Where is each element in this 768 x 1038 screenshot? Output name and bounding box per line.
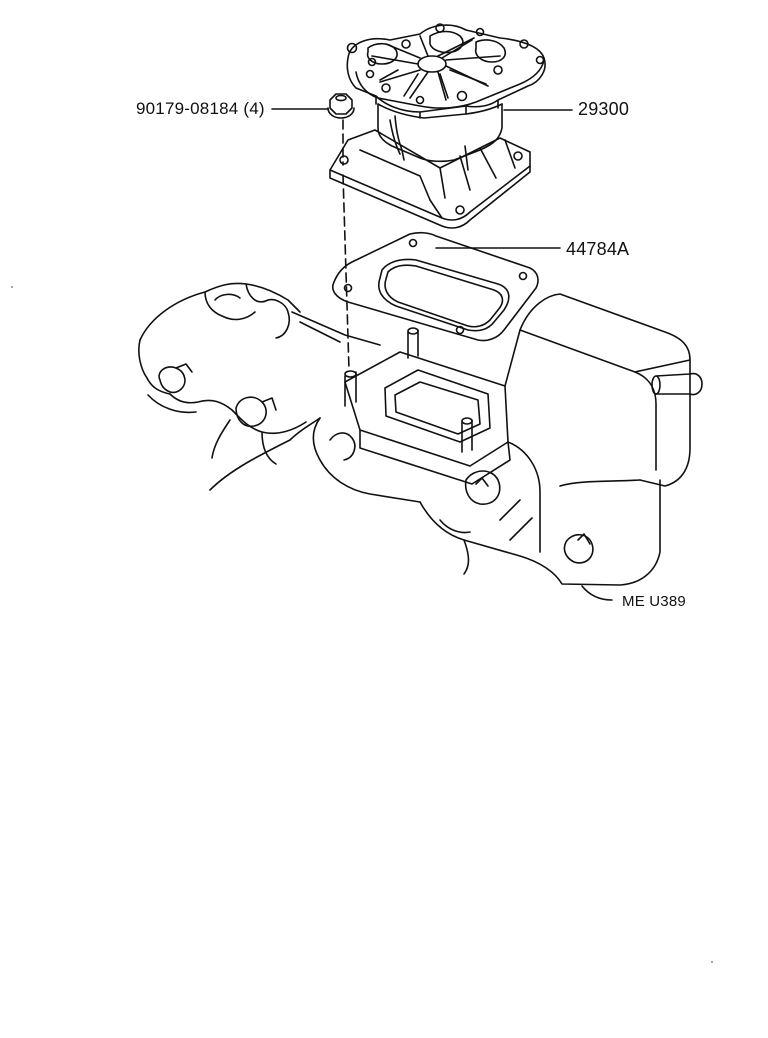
alignment-line bbox=[343, 120, 349, 370]
gasket bbox=[333, 233, 538, 341]
part-label-gasket: 44784A bbox=[566, 239, 630, 259]
intake-manifold bbox=[139, 283, 702, 600]
illustration-code: ME U389 bbox=[622, 593, 686, 610]
throttle-body bbox=[330, 24, 545, 228]
flange-nut bbox=[328, 94, 354, 118]
part-label-nut: 90179-08184 (4) bbox=[136, 99, 265, 118]
part-label-throttle-body: 29300 bbox=[578, 99, 630, 119]
